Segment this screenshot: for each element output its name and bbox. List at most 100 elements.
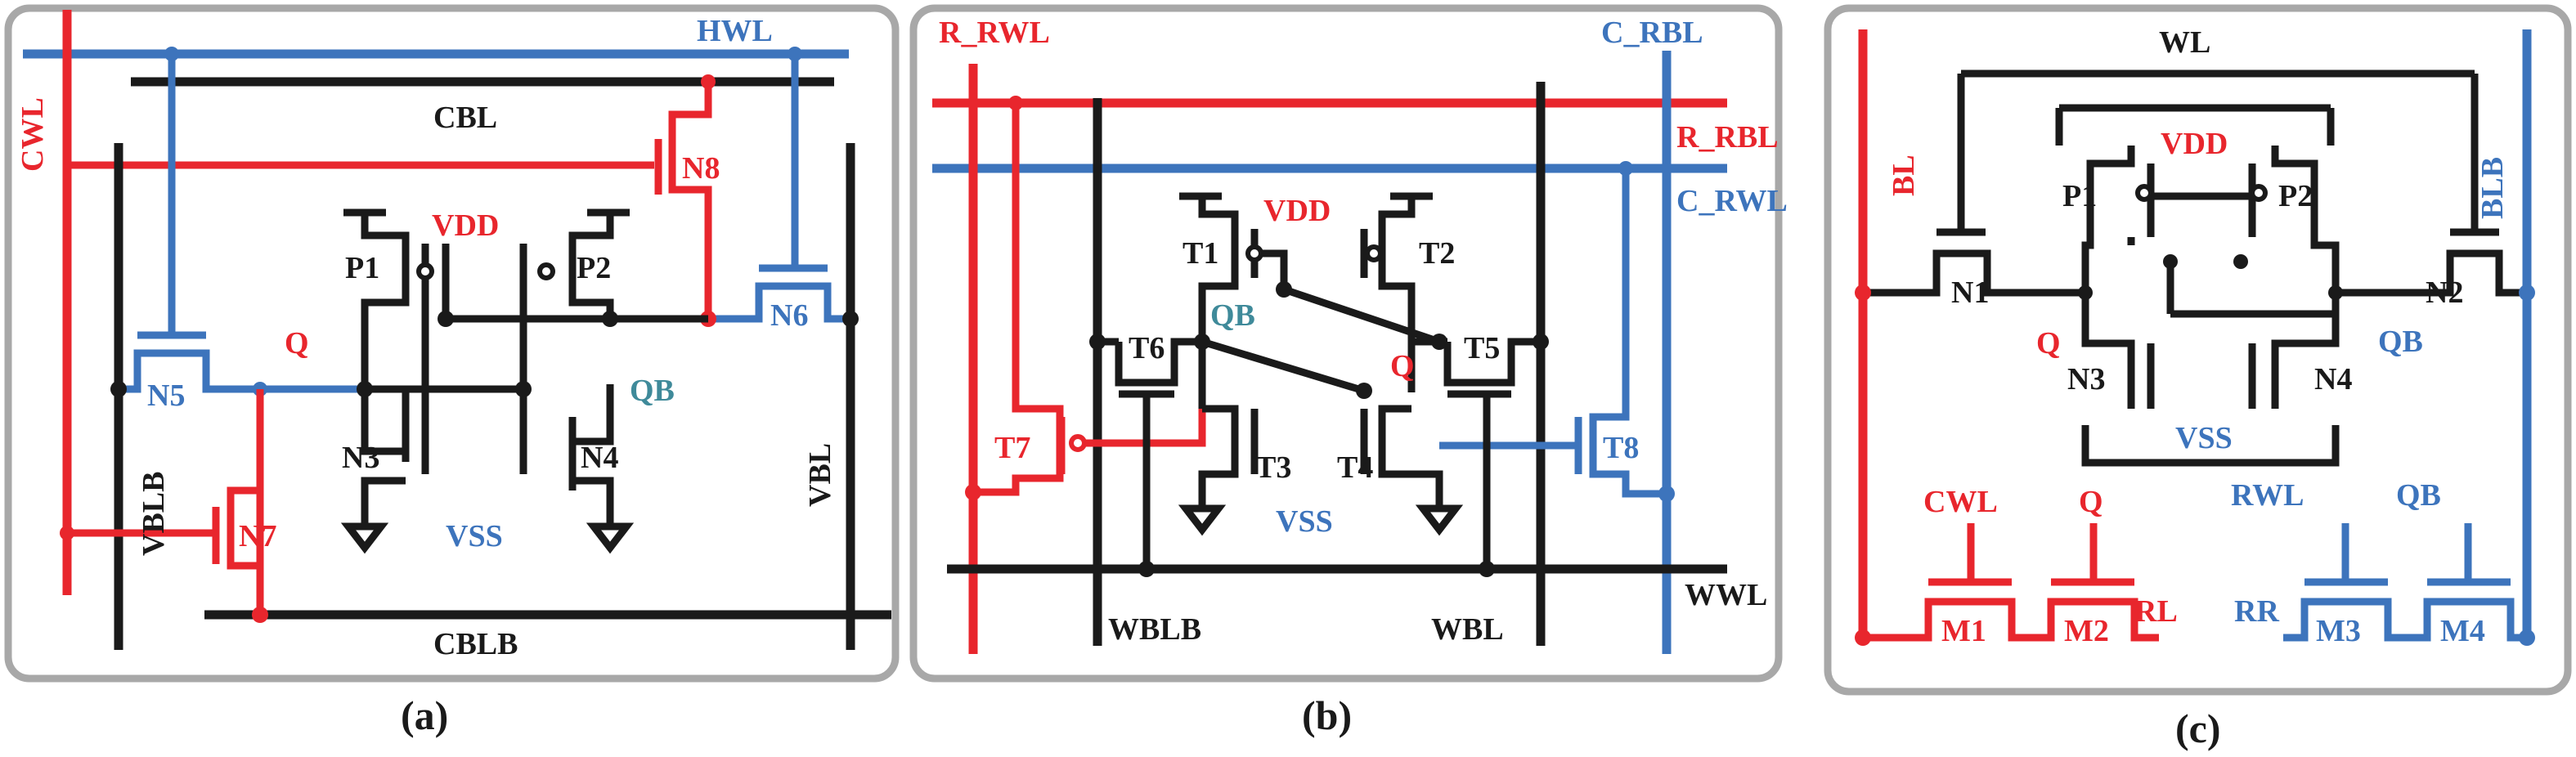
blb-m4-dot xyxy=(2519,629,2535,646)
label-n7: N7 xyxy=(239,519,276,553)
blb-n2-dot xyxy=(2519,284,2535,301)
label-cblb: CBLB xyxy=(433,627,518,661)
vbl-n6-dot xyxy=(842,311,859,327)
t8-channel xyxy=(1439,417,1667,498)
label-t4: T4 xyxy=(1337,450,1373,485)
label-bl: BL xyxy=(1887,155,1921,196)
bl-m1-dot xyxy=(1855,629,1871,646)
n5-channel xyxy=(119,349,364,393)
n8-channel xyxy=(668,82,712,319)
label-n3-c: N3 xyxy=(2067,362,2105,396)
label-qb-c: QB xyxy=(2378,325,2423,359)
qb-node-dot xyxy=(438,311,454,327)
label-m2: M2 xyxy=(2064,614,2109,648)
label-r-rbl: R_RBL xyxy=(1676,120,1779,155)
label-vss-b: VSS xyxy=(1276,504,1333,539)
label-n8: N8 xyxy=(682,151,720,186)
c-rwl-to-t8 xyxy=(1589,168,1630,470)
n6-channel xyxy=(708,282,850,323)
label-qb-a: QB xyxy=(630,374,675,408)
label-cwl-c: CWL xyxy=(1923,485,1998,519)
t7-feed xyxy=(973,103,1064,496)
label-hwl: HWL xyxy=(697,14,773,48)
label-n3-a: N3 xyxy=(342,441,379,475)
p2c-bubble xyxy=(2250,184,2268,202)
label-m1: M1 xyxy=(1941,614,1986,648)
qb-node-b-dot xyxy=(1194,334,1210,350)
cblb-n7-dot xyxy=(252,607,268,623)
r-rwl-dot xyxy=(965,484,981,500)
label-vbl: VBL xyxy=(803,443,837,507)
q-node-c-dot xyxy=(2078,285,2093,300)
label-c-rbl: C_RBL xyxy=(1601,16,1703,50)
qb-node-dot-2 xyxy=(602,311,618,327)
q-node-dot xyxy=(357,381,373,397)
wwl-t5-dot xyxy=(1479,561,1495,577)
label-q-b: Q xyxy=(1390,349,1415,383)
label-n6: N6 xyxy=(770,298,808,333)
label-rl: RL xyxy=(2134,594,2178,629)
label-m3: M3 xyxy=(2316,614,2361,648)
t7-bubble xyxy=(1069,434,1087,452)
label-n1-c: N1 xyxy=(1951,275,1989,310)
c-rwl-dot xyxy=(1618,161,1633,176)
wblb-t6-dot xyxy=(1089,334,1106,350)
q-node-dot-2 xyxy=(515,381,532,397)
core-c xyxy=(1863,69,2527,467)
label-m4: M4 xyxy=(2440,614,2485,648)
label-vdd-a: VDD xyxy=(432,208,499,243)
panel-c-frame xyxy=(1824,4,2572,696)
t1-bubble xyxy=(1245,244,1263,262)
q-node-b-dot xyxy=(1431,334,1447,350)
hwl-n5-dot xyxy=(164,47,179,61)
qb-node-c-dot xyxy=(2328,285,2343,300)
caption-c: (c) xyxy=(2175,705,2221,751)
label-t7: T7 xyxy=(994,431,1030,465)
label-n5: N5 xyxy=(147,378,185,413)
label-c-rwl: C_RWL xyxy=(1676,184,1788,218)
q-cross-dot xyxy=(1356,383,1372,399)
label-qb-gate: QB xyxy=(2396,478,2441,513)
label-wbl: WBL xyxy=(1431,612,1504,647)
label-p2-c: P2 xyxy=(2278,179,2313,213)
label-wblb: WBLB xyxy=(1108,612,1201,647)
label-n4-a: N4 xyxy=(581,441,618,475)
label-q-c: Q xyxy=(2036,326,2061,361)
qb-cross-c-dot xyxy=(2233,254,2248,269)
bl-n1-dot xyxy=(1855,284,1871,301)
n7-channel xyxy=(227,486,260,570)
label-p1-a: P1 xyxy=(345,251,379,285)
label-vdd-b: VDD xyxy=(1263,194,1331,228)
p1c-bubble xyxy=(2135,184,2153,202)
t2-bubble xyxy=(1365,244,1383,262)
label-t6: T6 xyxy=(1129,331,1165,365)
caption-b: (b) xyxy=(1302,692,1352,738)
qb-cross-dot xyxy=(1276,281,1292,298)
label-t1: T1 xyxy=(1183,236,1218,271)
label-rwl: RWL xyxy=(2231,478,2304,513)
label-rr: RR xyxy=(2234,594,2279,629)
m1-m2-group xyxy=(1863,523,2159,642)
caption-a: (a) xyxy=(401,692,448,738)
label-wl: WL xyxy=(2159,25,2210,60)
core-a xyxy=(340,208,708,554)
label-vss-c: VSS xyxy=(2175,421,2233,455)
label-q-a: Q xyxy=(285,326,309,361)
label-t5: T5 xyxy=(1464,331,1500,365)
label-q-gate: Q xyxy=(2079,485,2103,519)
m3-m4-group xyxy=(2283,523,2527,642)
label-p2-a: P2 xyxy=(577,251,611,285)
panel-b: R_RWL C_RBL R_RBL C_RWL WBLB WBL WWL VDD… xyxy=(909,4,1788,738)
label-cwl: CWL xyxy=(16,97,50,172)
label-blb: BLB xyxy=(2475,157,2510,219)
r-rbl-dot xyxy=(1008,96,1023,110)
cwl-n7-dot xyxy=(60,526,74,540)
wbl-t5-dot xyxy=(1533,334,1549,350)
label-cbl: CBL xyxy=(433,101,497,135)
vblb-n5-dot xyxy=(110,381,127,397)
label-r-rwl: R_RWL xyxy=(939,16,1050,50)
panel-c: WL BL BLB VDD VSS Q QB P1 P2 N1 N2 N3 N4… xyxy=(1824,4,2572,751)
label-vblb: VBLB xyxy=(137,472,171,556)
label-t2: T2 xyxy=(1419,236,1455,271)
label-t3: T3 xyxy=(1255,450,1291,485)
